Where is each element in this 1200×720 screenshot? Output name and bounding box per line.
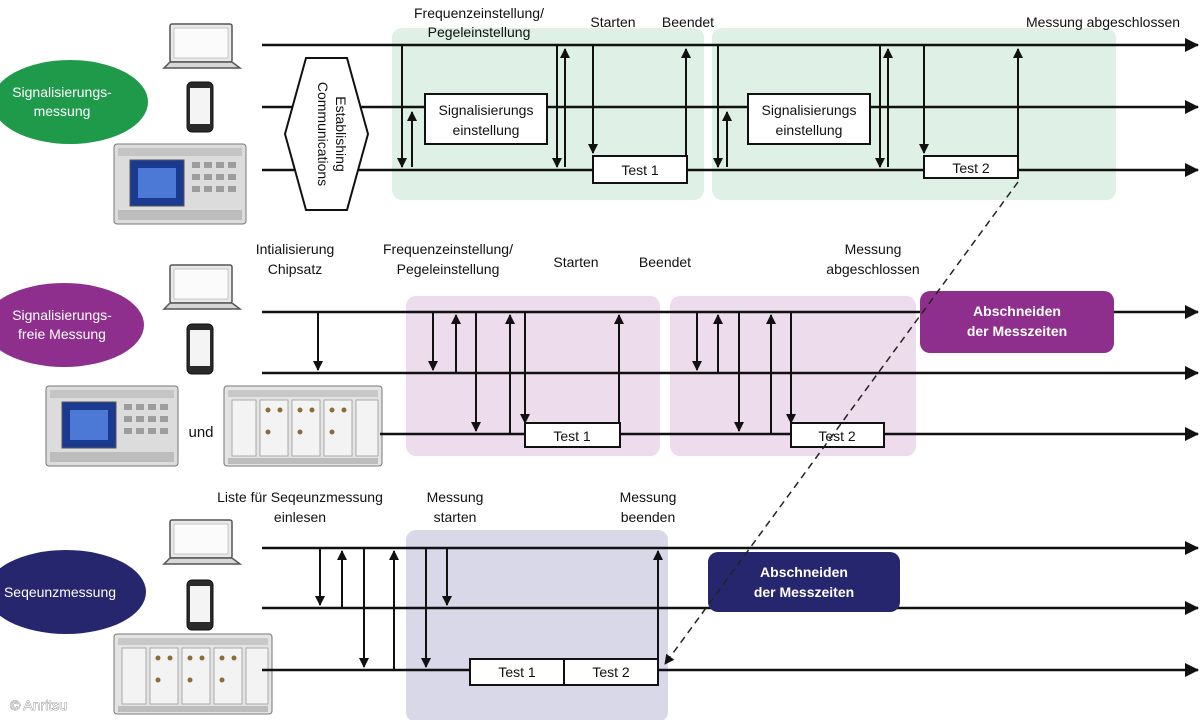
time-saving-line2: der Messzeiten xyxy=(754,584,854,600)
label-load-sequence-list-line1: Liste für Seqeunzmessung xyxy=(217,489,383,505)
test2-label: Test 2 xyxy=(818,428,856,444)
test2-label: Test 2 xyxy=(592,664,630,680)
arrows-section1 xyxy=(397,45,1023,168)
label-level-setting: Pegeleinstellung xyxy=(397,261,500,277)
oval-label-line1: Signalisierungs- xyxy=(12,84,112,100)
time-saving-line1: Abschneiden xyxy=(973,303,1061,319)
hexagon-label-line1: Establishing xyxy=(333,96,349,172)
oval-label-line2: messung xyxy=(34,103,91,119)
signalling-setup-box-1 xyxy=(424,93,548,145)
panel-test2-pink xyxy=(670,296,916,456)
laptop-icon xyxy=(163,519,241,565)
oval-label-line1: Signalisierungs- xyxy=(12,307,112,323)
test1-label: Test 1 xyxy=(498,664,536,680)
radio-tester-icon xyxy=(113,143,247,225)
signalling-setup-box-1-line2: einstellung xyxy=(453,122,520,138)
dashed-time-comparison-line xyxy=(664,181,1019,665)
test2-box xyxy=(563,658,659,686)
test2-label: Test 2 xyxy=(952,160,990,176)
hexagon-label-line2: Communications xyxy=(315,82,331,186)
smartphone-icon xyxy=(186,579,214,631)
label-end: Beendet xyxy=(662,14,714,30)
label-measurement-complete-line2: abgeschlossen xyxy=(826,261,919,277)
label-frequency-setting: Frequenzeinstellung/ xyxy=(383,241,513,257)
time-saving-line2: der Messzeiten xyxy=(967,323,1067,339)
laptop-icon xyxy=(163,23,241,69)
oval-label-line2: freie Messung xyxy=(18,326,106,342)
test2-box xyxy=(923,155,1019,179)
modular-tester-icon xyxy=(113,633,273,715)
test1-label: Test 1 xyxy=(621,162,659,178)
oval-signalling-measurement xyxy=(0,60,148,144)
signalling-setup-box-2 xyxy=(747,93,871,145)
label-end: Beendet xyxy=(639,254,691,270)
laptop-icon xyxy=(163,264,241,310)
test2-box xyxy=(790,422,885,448)
arrows-section3 xyxy=(315,548,663,670)
radio-tester-icon xyxy=(45,385,179,467)
section-signalling-measurement: Signalisierungs- messung Establishing Co… xyxy=(0,5,1199,225)
label-level-setting: Pegeleinstellung xyxy=(428,24,531,40)
label-chipset-init-line1: Intialisierung xyxy=(256,241,335,257)
and-label: und xyxy=(188,424,213,441)
smartphone-icon xyxy=(186,81,214,133)
label-measurement-complete-line1: Messung xyxy=(845,241,902,257)
signalling-setup-box-2-line1: Signalisierungs xyxy=(762,102,857,118)
oval-sequence-measurement xyxy=(0,550,146,634)
label-measurement-complete: Messung abgeschlossen xyxy=(1026,14,1180,30)
label-frequency-setting: Frequenzeinstellung/ xyxy=(414,5,544,21)
label-measurement-end-line1: Messung xyxy=(620,489,677,505)
label-measurement-end-line2: beenden xyxy=(621,509,676,525)
signalling-setup-box-2-line2: einstellung xyxy=(776,122,843,138)
copyright-anritsu: © Anritsu xyxy=(10,697,67,713)
label-chipset-init-line2: Chipsatz xyxy=(268,261,322,277)
time-saving-line1: Abschneiden xyxy=(760,564,848,580)
section-non-signalling-measurement: Signalisierungs- freie Messung und Intia… xyxy=(0,241,1199,467)
section-sequence-measurement: Seqeunzmessung Liste für Seqeunzmessung … xyxy=(0,489,1199,720)
test1-label: Test 1 xyxy=(553,428,591,444)
modular-tester-icon xyxy=(223,385,383,467)
panel-sequence-lavender xyxy=(406,530,668,720)
label-measurement-start-line1: Messung xyxy=(427,489,484,505)
arrows-section2 xyxy=(313,312,796,434)
oval-non-signalling-measurement xyxy=(0,283,144,367)
signalling-setup-box-1-line1: Signalisierungs xyxy=(439,102,534,118)
label-measurement-start-line2: starten xyxy=(434,509,477,525)
test1-box xyxy=(524,422,621,448)
label-start: Starten xyxy=(553,254,598,270)
panel-test1-pink xyxy=(406,296,660,456)
label-load-sequence-list-line2: einlesen xyxy=(274,509,326,525)
oval-label: Seqeunzmessung xyxy=(4,584,116,600)
time-saving-badge-navy xyxy=(708,552,900,612)
smartphone-icon xyxy=(186,323,214,375)
test1-box xyxy=(592,155,688,184)
label-start: Starten xyxy=(590,14,635,30)
establishing-communications-hexagon xyxy=(283,57,370,211)
time-saving-badge-magenta xyxy=(920,291,1114,353)
